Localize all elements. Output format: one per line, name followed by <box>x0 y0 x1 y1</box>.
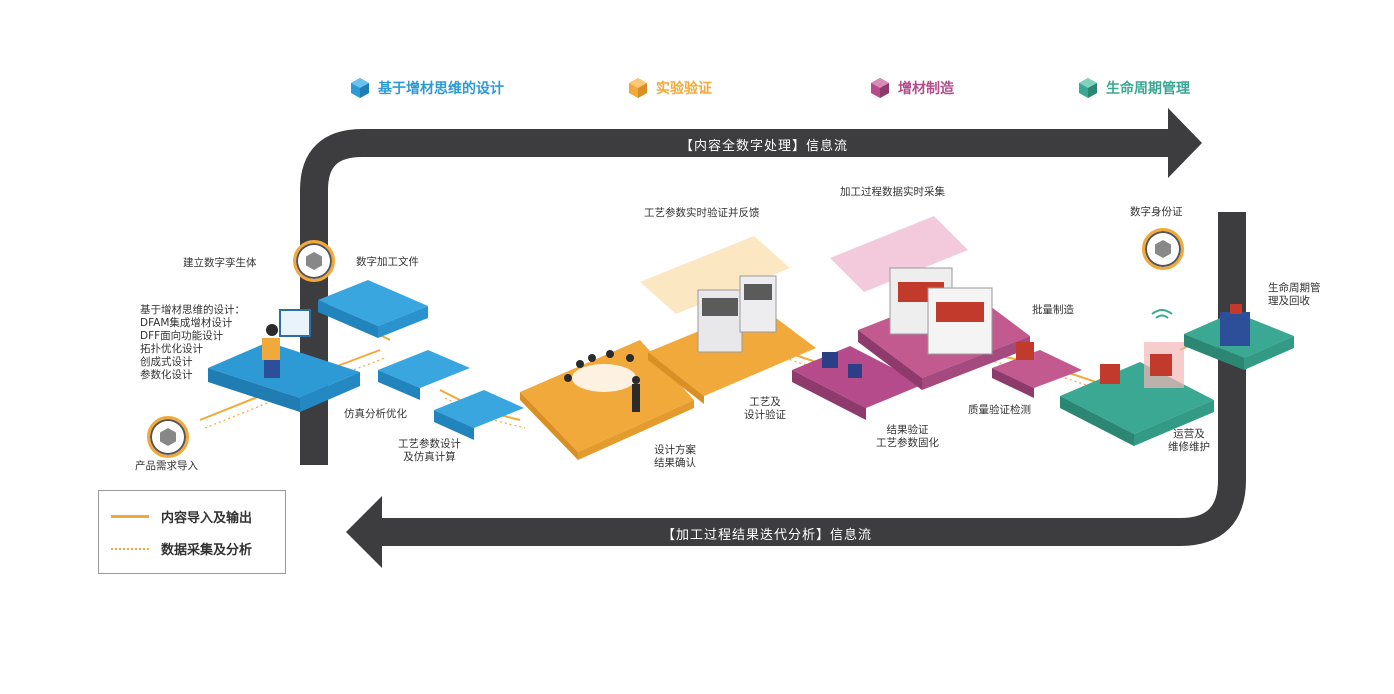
batch-machines <box>889 267 993 355</box>
label-process-design: 工艺参数设计 及仿真计算 <box>398 438 461 464</box>
header-manufacture: 增材制造 <box>870 76 954 100</box>
label-line: 设计方案 <box>654 444 696 456</box>
platform-designer <box>208 342 360 398</box>
legend: 内容导入及输出 数据采集及分析 <box>98 490 286 574</box>
header-manufacture-label: 增材制造 <box>898 81 954 97</box>
cube-icon <box>351 78 369 98</box>
design-list-item: DFAM集成增材设计 <box>140 317 233 329</box>
label-line: 结果验证 <box>886 424 929 436</box>
label-line: 工艺参数设计 <box>398 438 461 450</box>
label-line: 理及回收 <box>1268 295 1310 307</box>
digital-id-icon <box>1142 228 1184 270</box>
cube-icon <box>1079 78 1097 98</box>
label-line: 运营及 <box>1173 428 1205 440</box>
label-line: 结果确认 <box>654 457 696 469</box>
label-realtime-collect: 加工过程数据实时采集 <box>840 186 945 198</box>
header-lifecycle-label: 生命周期管理 <box>1106 81 1190 97</box>
design-list-item: 创成式设计 <box>140 356 193 368</box>
label-line: 生命周期管 <box>1268 282 1321 294</box>
bottom-arrow-head <box>346 496 382 568</box>
label-digital-file: 数字加工文件 <box>356 256 419 268</box>
label-design-confirm: 设计方案 结果确认 <box>654 444 696 470</box>
design-list: 基于增材思维的设计： DFAM集成增材设计 DFF面向功能设计 拓扑优化设计 创… <box>140 304 245 382</box>
label-line: 及仿真计算 <box>403 451 456 463</box>
legend-dashed: 数据采集及分析 <box>111 539 252 558</box>
label-quality-check: 质量验证检测 <box>968 404 1031 416</box>
designer-head <box>266 324 278 336</box>
label-ops-maint: 运营及 维修维护 <box>1168 428 1210 454</box>
digital-twin-icon <box>293 240 335 282</box>
header-design-label: 基于增材思维的设计 <box>378 81 504 97</box>
label-process-verify: 工艺及 设计验证 <box>744 396 786 422</box>
return-loop <box>378 212 1246 546</box>
label-batch-mfg: 批量制造 <box>1032 304 1074 316</box>
design-list-item: 参数化设计 <box>140 369 193 381</box>
cube-icon <box>871 78 889 98</box>
label-product-import: 产品需求导入 <box>135 460 198 472</box>
platform-digital-file <box>318 280 428 326</box>
solid-line-swatch <box>111 515 149 518</box>
design-list-item: 基于增材思维的设计： <box>140 304 245 316</box>
header-verify: 实验验证 <box>628 76 712 100</box>
legend-dashed-label: 数据采集及分析 <box>161 543 253 558</box>
label-digital-twin: 建立数字孪生体 <box>183 257 257 269</box>
label-line: 工艺及 <box>749 396 781 408</box>
flow-bottom-label: 【加工过程结果迭代分析】信息流 <box>662 528 873 543</box>
design-list-item: DFF面向功能设计 <box>140 330 224 342</box>
label-digital-id: 数字身份证 <box>1130 206 1183 218</box>
platform-quality <box>992 350 1082 388</box>
cube-icon <box>629 78 647 98</box>
platform-simulation <box>378 350 470 388</box>
platform-operations <box>1060 362 1214 434</box>
label-sim-opt: 仿真分析优化 <box>344 408 407 420</box>
monitor <box>279 309 311 337</box>
label-line: 工艺参数固化 <box>876 437 939 449</box>
platform-process <box>434 390 524 428</box>
feedback-panel <box>640 236 790 314</box>
top-arrow-head <box>1168 108 1202 178</box>
collect-panel <box>830 216 968 292</box>
header-design: 基于增材思维的设计 <box>350 76 504 100</box>
team-figures <box>564 350 640 412</box>
label-realtime-verify: 工艺参数实时验证并反馈 <box>644 207 760 219</box>
label-lifecycle-archive: 生命周期管 理及回收 <box>1268 282 1321 308</box>
printer-machines <box>697 275 777 353</box>
label-result-verify: 结果验证 工艺参数固化 <box>876 424 939 450</box>
header-lifecycle: 生命周期管理 <box>1078 76 1190 100</box>
legend-solid-label: 内容导入及输出 <box>161 511 253 526</box>
label-line: 维修维护 <box>1168 441 1210 453</box>
wifi-icon <box>1151 309 1173 319</box>
flow-top-label: 【内容全数字处理】信息流 <box>680 139 849 154</box>
design-list-item: 拓扑优化设计 <box>140 343 203 355</box>
label-line: 设计验证 <box>744 409 786 421</box>
header-verify-label: 实验验证 <box>656 81 712 97</box>
platform-team <box>520 340 694 452</box>
dashed-line-swatch <box>111 547 149 550</box>
info-flow-loop <box>300 129 1170 465</box>
legend-solid: 内容导入及输出 <box>111 507 252 526</box>
product-import-icon <box>147 416 189 458</box>
